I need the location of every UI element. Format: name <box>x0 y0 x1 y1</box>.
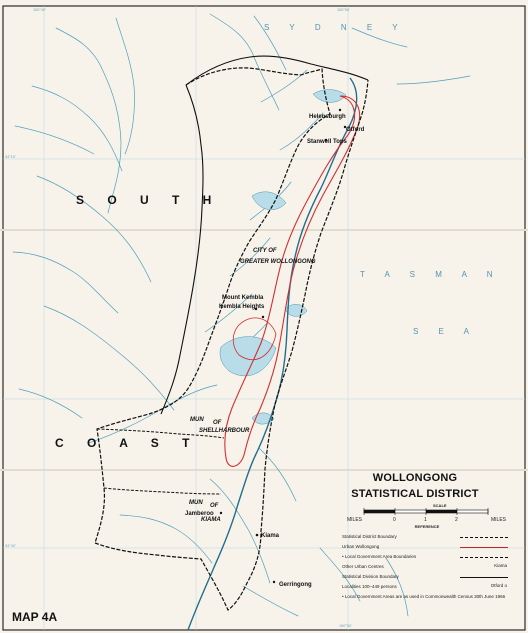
coord-left-mid: 34°10' <box>5 155 16 159</box>
scale-title: SCALE <box>433 503 447 508</box>
scale-tick-4: MILES <box>491 517 507 523</box>
gerringong-label: Gerringong <box>279 582 312 588</box>
graticule <box>3 6 525 630</box>
legend-note: • Local Government Areas are as used in … <box>342 594 512 604</box>
legend-row-lga-boundaries: • Local Government Area Boundaries <box>342 554 512 564</box>
urban-wollongong-boundary <box>224 95 361 467</box>
scale-tick-2: 1 <box>424 517 427 523</box>
map-number: MAP 4A <box>12 610 58 624</box>
legend-text: Statistical District Boundary <box>342 534 397 539</box>
legend-title: REFERENCE <box>414 524 440 529</box>
division-boundary-west <box>160 84 204 415</box>
local-government-boundary-2 <box>103 487 222 495</box>
map-title-line-1: WOLLONGONG <box>372 472 458 484</box>
coastline <box>187 77 358 631</box>
greater-wollongong-label: GREATER WOLLONGONG <box>240 259 316 265</box>
urban-edge-inner <box>232 317 277 360</box>
legend-note-text: • Local Government Areas are as used in … <box>342 594 506 599</box>
mun-label-2: MUN <box>189 500 203 506</box>
legend-text: Other Urban Centres <box>342 564 384 569</box>
kiama-town-label: Kiama <box>261 533 280 539</box>
scale-tick-3: 2 <box>455 517 458 523</box>
legend-row-other-urban: Other Urban Centres Kiama <box>342 563 512 574</box>
jamberoo-label: Jamberoo <box>185 511 214 517</box>
coord-top-left: 150°40' <box>33 8 46 12</box>
mount-kembla-marker <box>254 307 258 311</box>
coord-bottom-mid: 150°50' <box>339 624 352 628</box>
region-label-south: S O U T H <box>76 193 222 207</box>
of-label-1: OF <box>213 420 222 426</box>
kiama-area-label: KIAMA <box>201 517 221 523</box>
legend-row-urban-wollongong: Urban Wollongong <box>342 544 512 554</box>
legend-symbol-urban-wollongong <box>460 547 508 548</box>
map-legend: REFERENCE Statistical District Boundary … <box>342 524 512 604</box>
legend-sample-other-urban: Kiama <box>494 563 507 568</box>
legend-sample-localities: Otford o <box>490 583 507 588</box>
mount-kembla-label: Mount Kembla <box>222 295 264 301</box>
legend-row-district-boundary: Statistical District Boundary <box>342 534 512 544</box>
jamberoo-marker <box>219 511 223 515</box>
map-frame <box>2 5 526 631</box>
city-label: CITY OF <box>253 248 277 254</box>
legend-text: Localities 100–449 persons <box>342 584 397 589</box>
legend-text: Statistical Division Boundary <box>342 574 399 579</box>
legend-symbol-district-boundary <box>460 537 508 538</box>
otford-label: Otford <box>346 127 365 133</box>
mun-label: MUN <box>190 417 204 423</box>
kembla-heights-marker <box>261 315 265 319</box>
statistical-district-boundary <box>94 67 369 611</box>
shellharbour-label: SHELLHARBOUR <box>199 428 250 434</box>
helensburgh-marker <box>338 108 342 112</box>
legend-row-division-boundary: Statistical Division Boundary <box>342 574 512 584</box>
legend-row-localities: Localities 100–449 persons Otford o <box>342 583 512 594</box>
region-label-sea: S E A <box>413 327 479 336</box>
region-label-tasman: T A S M A N <box>360 270 502 279</box>
division-boundary-north <box>185 55 369 86</box>
region-label-sydney: S Y D N E Y <box>264 23 407 32</box>
scale-tick-1: 0 <box>393 517 396 523</box>
scale-tick-0: MILES <box>347 517 363 523</box>
of-label-2: OF <box>210 503 219 509</box>
stanwell-marker <box>324 138 328 142</box>
kembla-heights-label: Kembla Heights <box>219 304 265 310</box>
town-markers <box>219 108 347 584</box>
coord-top-mid: 150°50' <box>337 8 350 12</box>
stanwell-tops-label: Stanwell Tops <box>307 139 347 145</box>
legend-symbol-lga-boundaries <box>460 557 508 558</box>
region-label-coast: C O A S T <box>55 436 200 450</box>
local-government-boundary <box>96 428 225 439</box>
legend-symbol-division-boundary <box>460 577 508 578</box>
coord-left-low: 34°40' <box>5 544 16 548</box>
kiama-marker <box>255 533 259 537</box>
legend-text: Urban Wollongong <box>342 544 380 549</box>
scale-bar <box>363 508 489 515</box>
legend-text: • Local Government Area Boundaries <box>342 554 417 559</box>
helensburgh-label: Helensburgh <box>309 114 346 120</box>
map-title-line-2: STATISTICAL DISTRICT <box>351 488 479 500</box>
map-title: WOLLONGONG STATISTICAL DISTRICT <box>330 470 500 502</box>
gerringong-marker <box>272 580 276 584</box>
otford-marker <box>343 125 347 129</box>
